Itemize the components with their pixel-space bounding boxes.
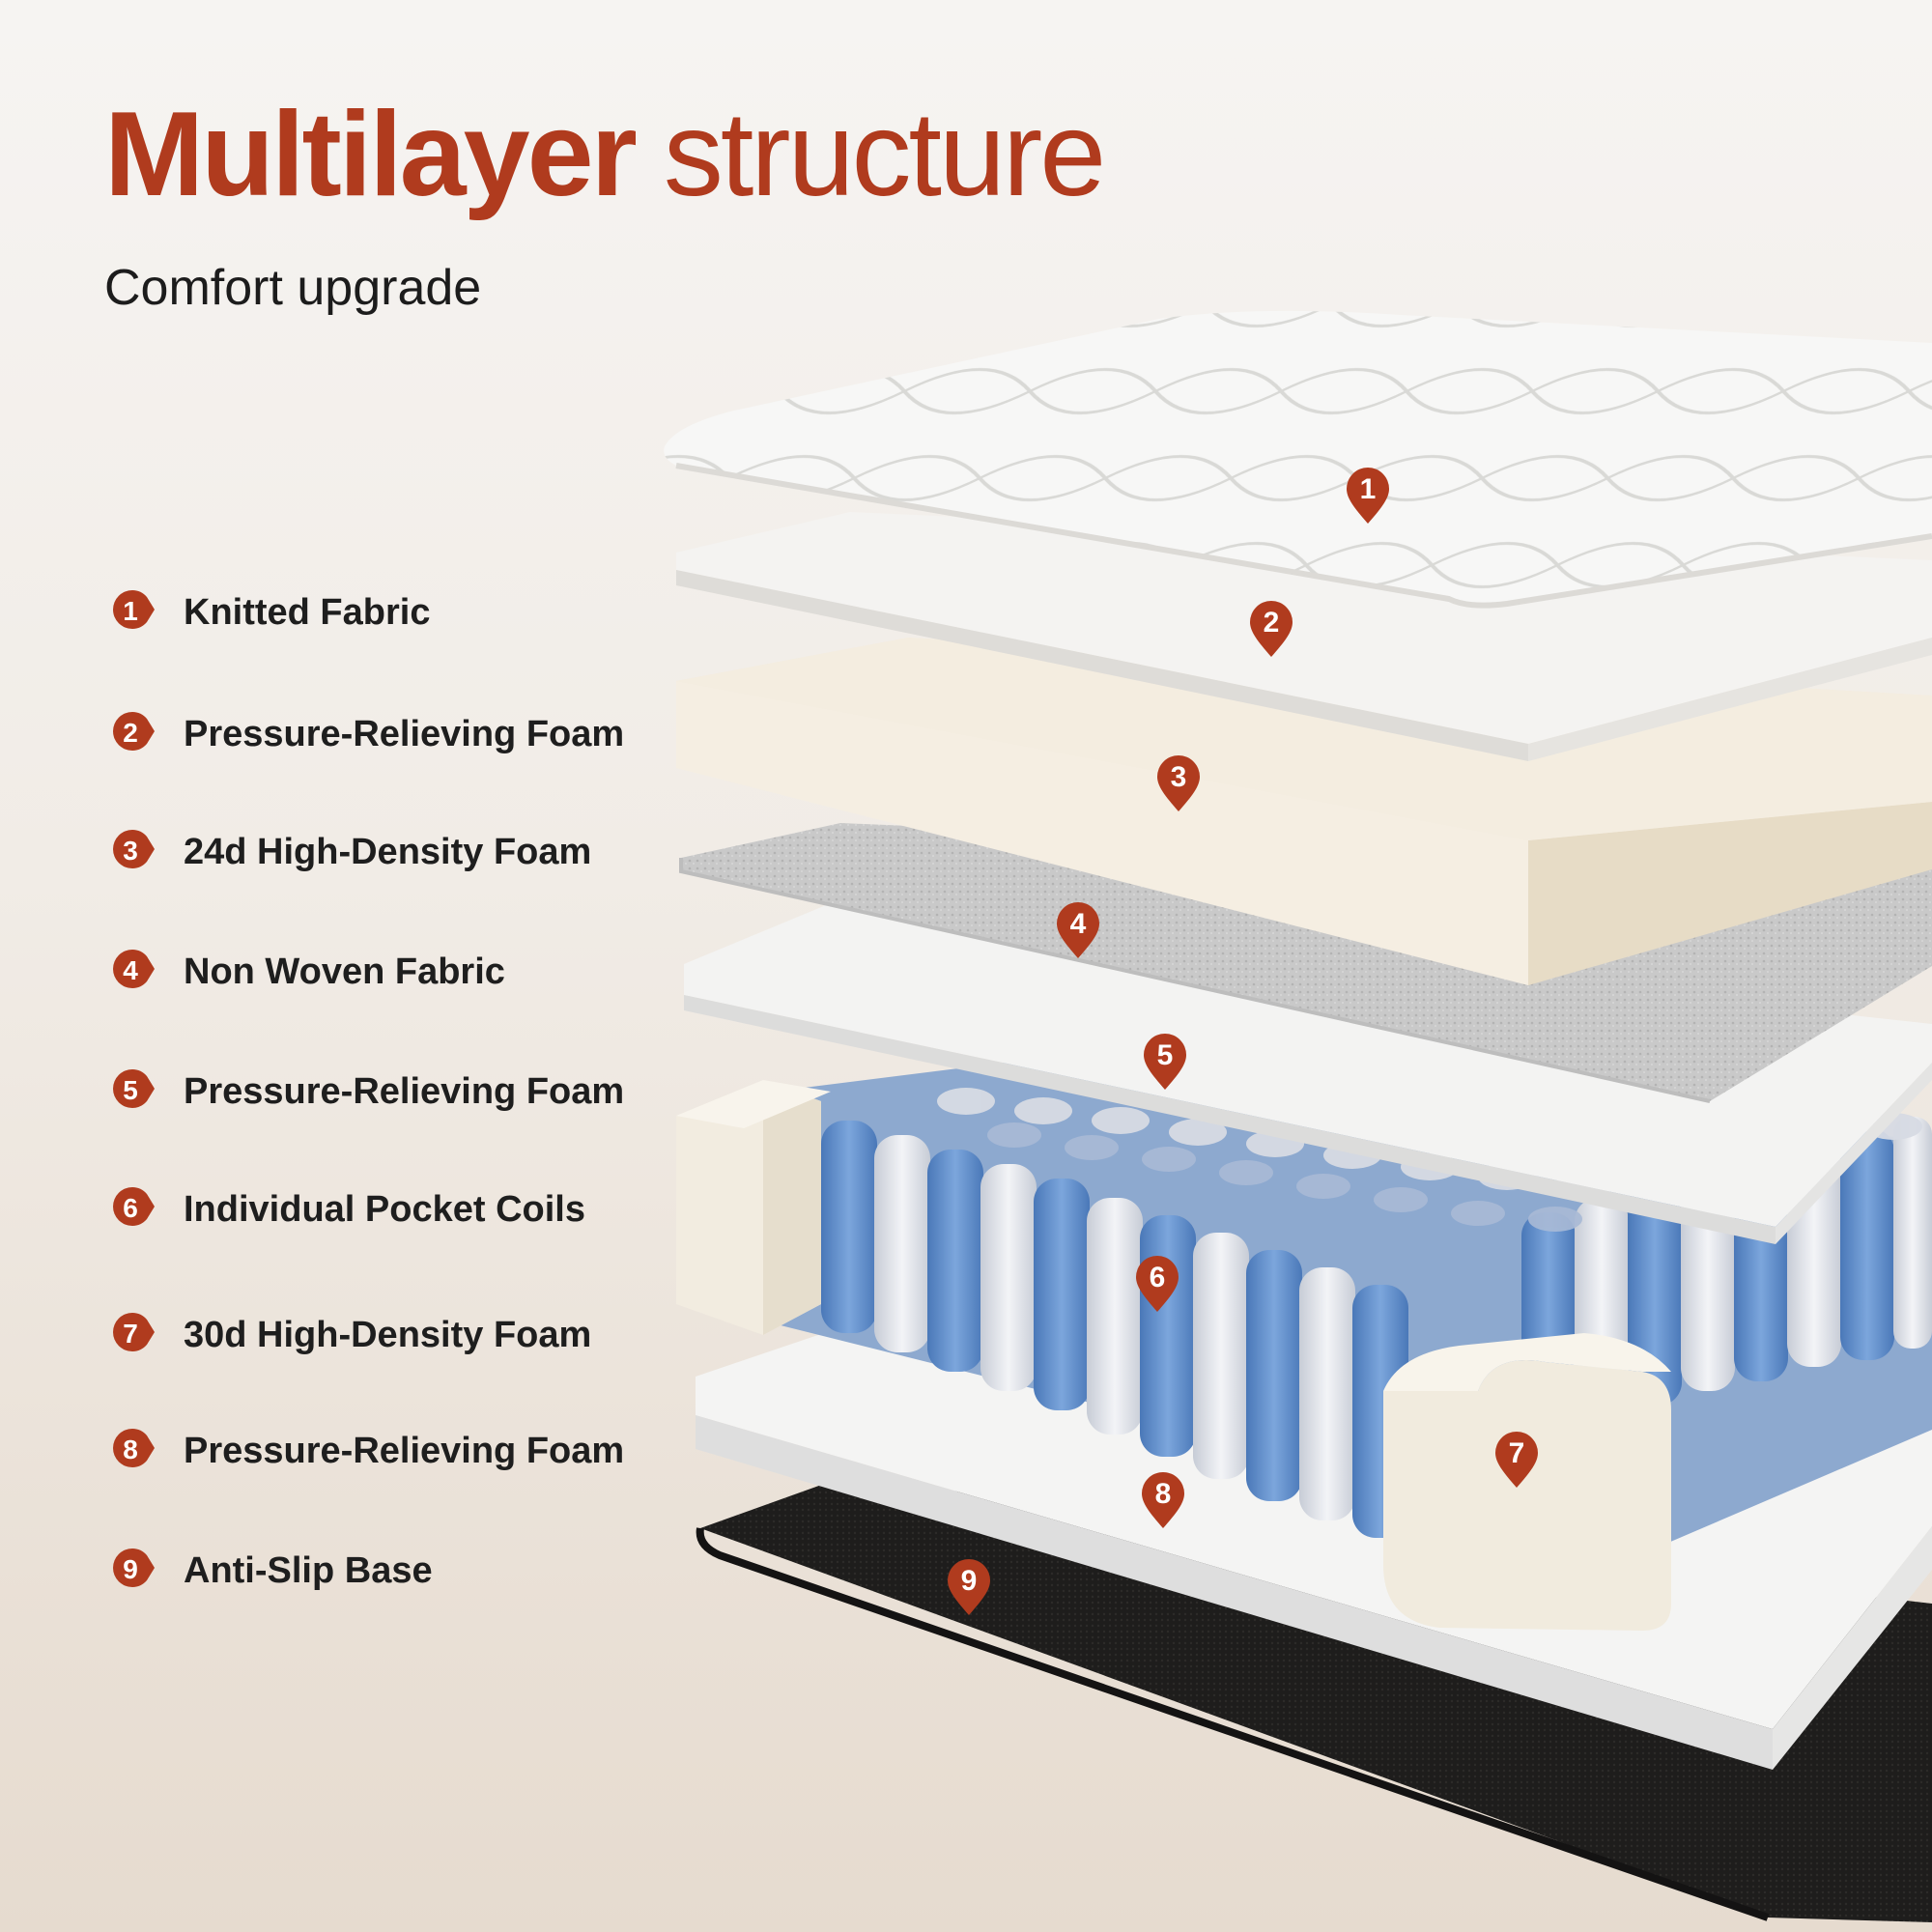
layer-30d-foam-corners (676, 1080, 1671, 1631)
marker-icon: 1 (113, 590, 155, 629)
legend-label: Non Woven Fabric (184, 951, 505, 992)
svg-text:6: 6 (1150, 1262, 1166, 1293)
marker-icon: 4 (113, 950, 155, 988)
marker-icon: 6 (113, 1187, 155, 1226)
svg-text:4: 4 (123, 955, 138, 985)
pin-marker-3: 3 (1157, 755, 1200, 811)
legend-item-pressure-relieving-foam-bottom: 8 Pressure-Relieving Foam (106, 1422, 624, 1480)
svg-text:5: 5 (123, 1075, 138, 1105)
svg-text:9: 9 (961, 1565, 978, 1597)
svg-text:1: 1 (123, 596, 138, 626)
svg-text:9: 9 (123, 1554, 138, 1584)
layer-knitted-fabric (664, 310, 1932, 609)
pin-marker-8: 8 (1142, 1472, 1184, 1528)
legend-item-knitted-fabric: 1 Knitted Fabric (106, 583, 430, 641)
pin-marker-6: 6 (1136, 1256, 1179, 1312)
pin-marker-9: 9 (948, 1559, 990, 1615)
pin-marker-4: 4 (1057, 902, 1099, 958)
layer-pressure-foam-middle (684, 903, 1932, 1244)
pin-marker-7: 7 (1495, 1432, 1538, 1488)
pin-marker-1: 1 (1347, 468, 1389, 524)
marker-icon: 3 (113, 830, 155, 868)
marker-icon: 7 (113, 1313, 155, 1351)
marker-icon: 9 (113, 1548, 155, 1587)
svg-text:1: 1 (1360, 473, 1377, 505)
pin-marker-2: 2 (1250, 601, 1293, 657)
title-light: structure (663, 88, 1106, 221)
legend-item-24d-foam: 3 24d High-Density Foam (106, 823, 591, 881)
legend-item-anti-slip-base: 9 Anti-Slip Base (106, 1542, 433, 1600)
legend-label: Pressure-Relieving Foam (184, 1430, 625, 1471)
svg-text:2: 2 (123, 718, 138, 748)
legend-label: Anti-Slip Base (184, 1549, 433, 1591)
legend-label: Individual Pocket Coils (184, 1188, 585, 1230)
legend-item-pocket-coils: 6 Individual Pocket Coils (106, 1180, 585, 1238)
svg-text:8: 8 (1155, 1478, 1172, 1510)
legend-item-pressure-relieving-foam-mid: 5 Pressure-Relieving Foam (106, 1063, 624, 1121)
marker-icon: 5 (113, 1069, 155, 1108)
legend-label: Pressure-Relieving Foam (184, 713, 625, 754)
svg-text:3: 3 (123, 836, 138, 866)
svg-text:4: 4 (1070, 908, 1087, 940)
pin-marker-5: 5 (1144, 1034, 1186, 1090)
svg-text:6: 6 (123, 1193, 138, 1223)
svg-text:7: 7 (123, 1319, 138, 1349)
legend-item-30d-foam: 7 30d High-Density Foam (106, 1306, 591, 1364)
marker-icon: 8 (113, 1429, 155, 1467)
page-subtitle: Comfort upgrade (104, 260, 482, 316)
legend-label: 30d High-Density Foam (184, 1314, 592, 1355)
legend-label: Knitted Fabric (184, 591, 431, 633)
layer-legend: 1 Knitted Fabric 2 Pressure-Relieving Fo… (106, 0, 724, 1932)
svg-text:2: 2 (1264, 607, 1280, 639)
legend-label: 24d High-Density Foam (184, 831, 592, 872)
svg-text:8: 8 (123, 1435, 138, 1464)
svg-text:3: 3 (1171, 761, 1187, 793)
svg-text:5: 5 (1157, 1039, 1174, 1071)
legend-item-non-woven-fabric: 4 Non Woven Fabric (106, 943, 505, 1001)
marker-icon: 2 (113, 712, 155, 751)
svg-text:7: 7 (1509, 1437, 1525, 1469)
legend-item-pressure-relieving-foam-top: 2 Pressure-Relieving Foam (106, 705, 624, 763)
title-bold: Multilayer (104, 88, 638, 221)
legend-label: Pressure-Relieving Foam (184, 1070, 625, 1112)
